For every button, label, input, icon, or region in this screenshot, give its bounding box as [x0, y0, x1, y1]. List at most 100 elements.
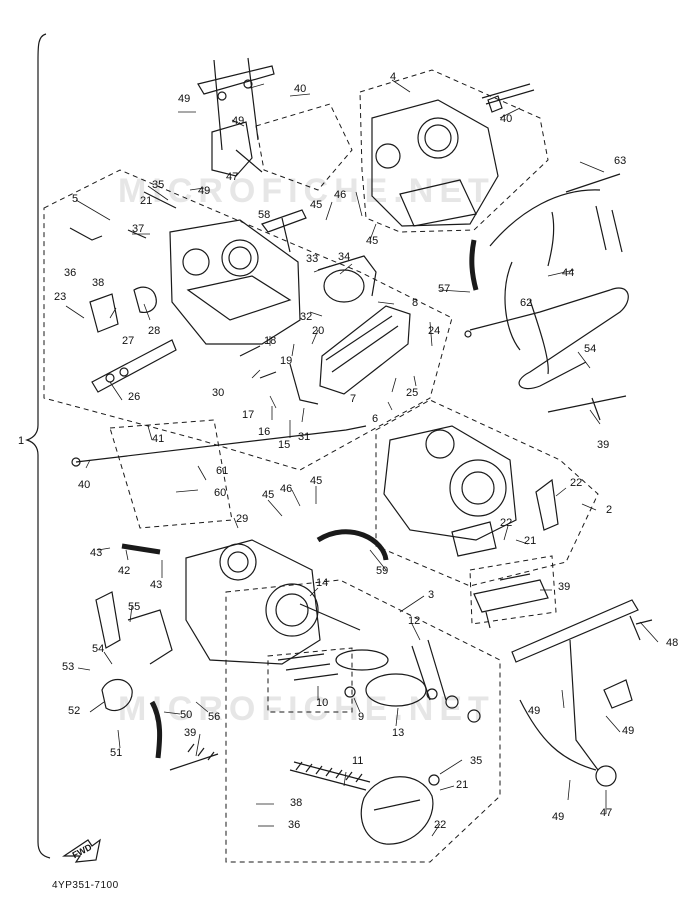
callout-35: 35 — [152, 179, 165, 191]
callout-54: 54 — [584, 343, 597, 355]
hose-50 — [149, 700, 163, 759]
group-2-outline — [375, 399, 599, 587]
callout-40: 40 — [500, 113, 513, 125]
callout-47: 47 — [600, 807, 613, 819]
callout-15: 15 — [278, 439, 291, 451]
callout-49: 49 — [178, 93, 191, 105]
callout-43: 43 — [150, 579, 163, 591]
throttle-shaft-48 — [511, 599, 639, 663]
callout-14: 14 — [316, 577, 329, 589]
callout-26: 26 — [128, 391, 141, 403]
callout-53: 53 — [62, 661, 75, 673]
carb-3-body — [185, 539, 321, 665]
throttle-cable — [489, 173, 623, 267]
callout-9: 9 — [358, 711, 365, 723]
callout-32: 32 — [300, 311, 313, 323]
callout-16: 16 — [258, 426, 271, 438]
callout-40: 40 — [294, 83, 307, 95]
callout-50: 50 — [180, 709, 193, 721]
callout-17: 17 — [242, 409, 255, 421]
callout-42: 42 — [118, 565, 131, 577]
callout-5: 5 — [72, 193, 79, 205]
callout-36: 36 — [288, 819, 301, 831]
callout-19: 19 — [280, 355, 293, 367]
callout-21: 21 — [456, 779, 469, 791]
callout-7: 7 — [350, 393, 357, 405]
callout-49: 49 — [528, 705, 541, 717]
callout-12: 12 — [408, 615, 421, 627]
callout-22: 22 — [434, 819, 447, 831]
watermark-top: MICROFICHE.NET — [118, 172, 495, 210]
cover-35 — [360, 776, 434, 845]
callout-38: 38 — [92, 277, 105, 289]
callout-1: 1 — [18, 435, 25, 447]
callout-13: 13 — [392, 727, 405, 739]
callout-33: 33 — [306, 253, 319, 265]
callout-48: 48 — [666, 637, 679, 649]
callout-31: 31 — [298, 431, 311, 443]
callout-56: 56 — [208, 711, 221, 723]
callout-61: 61 — [216, 465, 229, 477]
callout-45: 45 — [310, 199, 323, 211]
callout-34: 34 — [338, 251, 351, 263]
group-61-outline — [109, 419, 233, 529]
callout-8: 8 — [412, 297, 419, 309]
callout-57: 57 — [438, 283, 451, 295]
callout-3: 3 — [428, 589, 435, 601]
callout-55: 55 — [128, 601, 141, 613]
carb-2-body — [383, 425, 517, 541]
callout-27: 27 — [122, 335, 135, 347]
callout-59: 59 — [376, 565, 389, 577]
callout-30: 30 — [212, 387, 225, 399]
callout-4: 4 — [390, 71, 397, 83]
top-cover-8 — [319, 305, 411, 395]
callout-49: 49 — [198, 185, 211, 197]
callout-24: 24 — [428, 325, 441, 337]
callout-40: 40 — [78, 479, 91, 491]
group-39-outline — [469, 555, 557, 625]
callout-6: 6 — [372, 413, 379, 425]
callout-58: 58 — [258, 209, 271, 221]
callout-51: 51 — [110, 747, 123, 759]
fuel-hose-59 — [316, 529, 389, 561]
callout-47: 47 — [226, 171, 239, 183]
carb-4-body — [371, 99, 499, 227]
callout-54: 54 — [92, 643, 105, 655]
callout-28: 28 — [148, 325, 161, 337]
callout-22: 22 — [570, 477, 583, 489]
top-bracket — [197, 57, 275, 173]
callout-21: 21 — [524, 535, 537, 547]
callout-2: 2 — [606, 504, 613, 516]
callout-20: 20 — [312, 325, 325, 337]
callout-25: 25 — [406, 387, 419, 399]
callout-62: 62 — [520, 297, 533, 309]
callout-23: 23 — [54, 291, 67, 303]
callout-52: 52 — [68, 705, 81, 717]
group-5-outline — [43, 169, 453, 471]
callout-22: 22 — [500, 517, 513, 529]
callout-49: 49 — [552, 811, 565, 823]
callout-21: 21 — [140, 195, 153, 207]
callout-45: 45 — [366, 235, 379, 247]
callout-60: 60 — [214, 487, 227, 499]
callout-49: 49 — [232, 115, 245, 127]
callout-10: 10 — [316, 697, 329, 709]
callout-37: 37 — [132, 223, 145, 235]
callout-36: 36 — [64, 267, 77, 279]
callout-18: 18 — [264, 335, 277, 347]
choke-rod-40 — [75, 425, 367, 463]
assembly-bracket — [25, 33, 51, 859]
pipe-42 — [121, 543, 161, 555]
group-4-outline — [359, 69, 549, 233]
callout-38: 38 — [290, 797, 303, 809]
callout-45: 45 — [262, 489, 275, 501]
spring-11 — [289, 761, 371, 791]
callout-46: 46 — [334, 189, 347, 201]
callout-39: 39 — [184, 727, 197, 739]
callout-46: 46 — [280, 483, 293, 495]
forward-arrow-icon — [62, 838, 101, 863]
callout-29: 29 — [236, 513, 249, 525]
callout-49: 49 — [622, 725, 635, 737]
